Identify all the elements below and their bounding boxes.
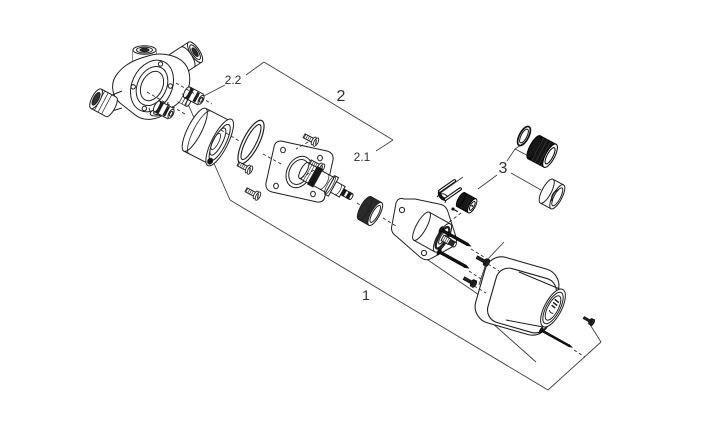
extension-housing-part xyxy=(181,107,234,167)
explosion-axis-dashes xyxy=(146,82,586,358)
label-3: 3 xyxy=(499,160,508,177)
mounting-screw xyxy=(436,248,470,269)
short-screws xyxy=(462,255,491,288)
handle-screw-long-part xyxy=(539,327,574,348)
short-screw xyxy=(475,255,491,267)
handle-screw-short-part xyxy=(582,316,595,326)
flange-screw xyxy=(244,187,262,201)
flange-screw xyxy=(236,161,254,175)
cartridge-part xyxy=(298,161,354,201)
valve-body-part xyxy=(89,41,204,120)
set-screw-part xyxy=(451,207,459,213)
carrier-bracket-part xyxy=(391,193,457,261)
label-1: 1 xyxy=(362,287,370,303)
short-screw xyxy=(462,276,478,288)
locking-collar-part xyxy=(538,178,566,210)
stop-ring-part xyxy=(356,196,384,226)
handle-knob-part xyxy=(505,271,566,328)
flange-screw xyxy=(302,133,320,147)
knurled-cap-part xyxy=(526,135,558,168)
label-2-2: 2.2 xyxy=(225,73,242,87)
retainer-clip-part xyxy=(437,179,462,201)
label-2-1: 2.1 xyxy=(354,150,371,164)
check-valve-2-part xyxy=(182,86,205,106)
escutcheon-part xyxy=(474,256,560,336)
mounting-screw xyxy=(438,226,472,247)
adapter-knob-part xyxy=(455,191,478,214)
label-2: 2 xyxy=(337,88,346,105)
check-valve-1-part xyxy=(152,100,175,120)
mounting-screws xyxy=(436,226,472,269)
